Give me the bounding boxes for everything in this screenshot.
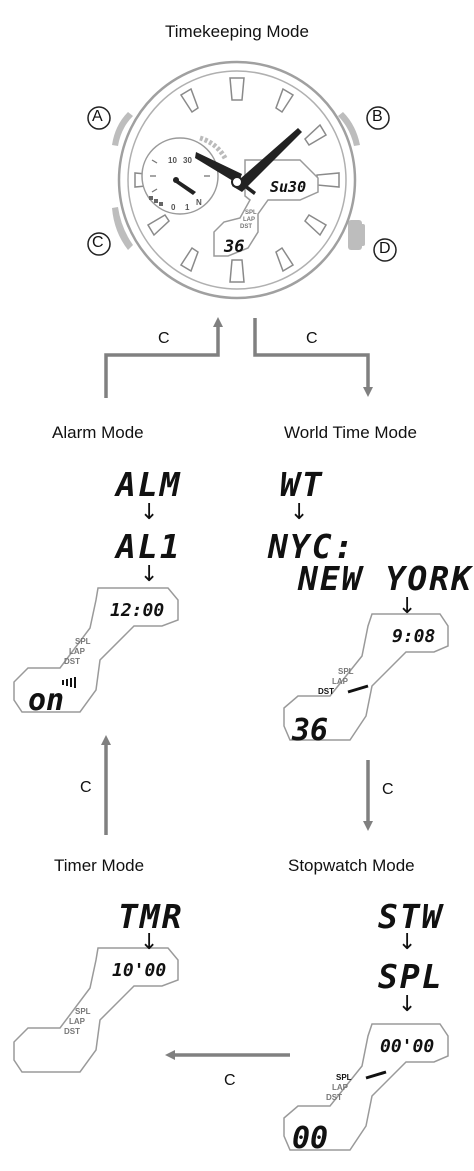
watch-sub-display: 36: [223, 237, 244, 257]
alarm-mode-label: Alarm Mode: [52, 423, 144, 442]
timer-lcd-window: [13, 947, 179, 1073]
button-label-c: [87, 232, 111, 256]
alarm-main-display: 12:00: [110, 600, 164, 621]
button-c-letter: C: [92, 234, 104, 251]
button-a-letter: A: [92, 108, 103, 125]
worldtime-seq-city-code: NYC:: [268, 527, 356, 566]
timer-main-display: 10'00: [112, 960, 166, 981]
alarm-signal-icon: [62, 677, 76, 688]
dial-number-n: N: [196, 198, 202, 207]
worldtime-seq-wt: WT: [280, 465, 324, 504]
timer-mode-label: Timer Mode: [54, 856, 145, 875]
timer-indicator-lap: LAP: [69, 1017, 86, 1026]
stopwatch-seq-spl: SPL: [378, 957, 444, 996]
button-label-a: [87, 106, 111, 130]
hour-hand: [195, 152, 242, 184]
watch-day-display: Su30: [270, 178, 306, 196]
worldtime-seq-arrow-1: ↓: [290, 500, 309, 525]
button-label-b: [366, 106, 390, 130]
alarm-lcd-window: [13, 587, 179, 713]
worldtime-main-display: 9:08: [392, 626, 435, 647]
dial-number-10: 10: [168, 156, 177, 165]
worldtime-indicator-lap: LAP: [332, 677, 349, 686]
timer-indicator-spl: SPL: [75, 1007, 91, 1016]
dial-number-30: 30: [183, 156, 192, 165]
main-lcd-window: [213, 159, 319, 257]
alarm-indicator-spl: SPL: [75, 637, 91, 646]
transition-label-worldtime-to-stopwatch: C: [382, 781, 394, 798]
transition-label-timer-to-alarm: C: [80, 779, 92, 796]
alarm-seq-arrow-2: ↓: [140, 562, 159, 587]
stopwatch-sub-display: 00: [292, 1121, 328, 1156]
sub-dial-hand: [173, 178, 196, 195]
watch: 10 30 0 1 N Su30 36 SPL LAP DST: [112, 60, 365, 300]
alarm-seq-al1: AL1: [116, 527, 182, 566]
stopwatch-lcd-window: [283, 1023, 449, 1151]
button-b-letter: B: [372, 108, 383, 125]
transition-label-timekeeping-to-worldtime: C: [306, 330, 318, 347]
worldtime-lcd-window: [283, 613, 449, 741]
stopwatch-seq-arrow-1: ↓: [398, 930, 417, 955]
stopwatch-mode-label: Stopwatch Mode: [288, 856, 415, 875]
crown-d: [348, 220, 362, 250]
worldtime-indicator-spl: SPL: [338, 667, 354, 676]
worldtime-mode-label: World Time Mode: [284, 423, 417, 442]
alarm-seq-arrow-1: ↓: [140, 500, 159, 525]
stopwatch-main-display: 00'00: [380, 1036, 434, 1057]
center-pin: [231, 176, 243, 188]
button-label-d: [373, 238, 397, 262]
stopwatch-spl-pointer: [365, 1070, 387, 1080]
dial-number-0: 0: [171, 203, 176, 212]
page-title: Timekeeping Mode: [165, 22, 309, 41]
timer-indicator-dst: DST: [64, 1027, 80, 1036]
stopwatch-seq-arrow-2: ↓: [398, 992, 417, 1017]
stopwatch-indicator-dst: DST: [326, 1093, 342, 1102]
alarm-sub-display: on: [28, 683, 64, 718]
stopwatch-indicator-lap: LAP: [332, 1083, 349, 1092]
worldtime-sub-display: 36: [291, 713, 328, 748]
minute-hand: [232, 128, 302, 192]
dial-number-1: 1: [185, 203, 190, 212]
alarm-indicator-dst: DST: [64, 657, 80, 666]
worldtime-seq-arrow-2: ↓: [398, 594, 417, 619]
watch-indicator-dst: DST: [240, 224, 252, 230]
alarm-seq-alm: ALM: [116, 465, 182, 504]
stopwatch-seq-stw: STW: [378, 897, 444, 936]
transition-label-alarm-to-timekeeping: C: [158, 330, 170, 347]
button-c-pusher: [112, 207, 133, 250]
button-b-pusher: [338, 112, 360, 146]
timer-seq-tmr: TMR: [118, 897, 184, 936]
button-a-pusher: [112, 112, 133, 146]
second-hand-tail: [242, 183, 256, 195]
worldtime-seq-city-name: NEW YORK: [298, 559, 473, 598]
arrow-timekeeping-to-worldtime: [253, 318, 373, 397]
worldtime-dst-pointer: [347, 684, 369, 694]
alarm-indicator-lap: LAP: [69, 647, 86, 656]
stopwatch-indicator-spl: SPL: [336, 1073, 352, 1082]
timer-seq-arrow-1: ↓: [140, 930, 159, 955]
watch-indicator-spl: SPL: [245, 210, 257, 216]
button-d-letter: D: [379, 240, 391, 257]
watch-indicator-lap: LAP: [243, 217, 255, 223]
transition-label-stopwatch-to-timer: C: [224, 1072, 236, 1089]
worldtime-indicator-dst: DST: [318, 687, 334, 696]
arrow-alarm-to-timekeeping: [104, 317, 223, 398]
